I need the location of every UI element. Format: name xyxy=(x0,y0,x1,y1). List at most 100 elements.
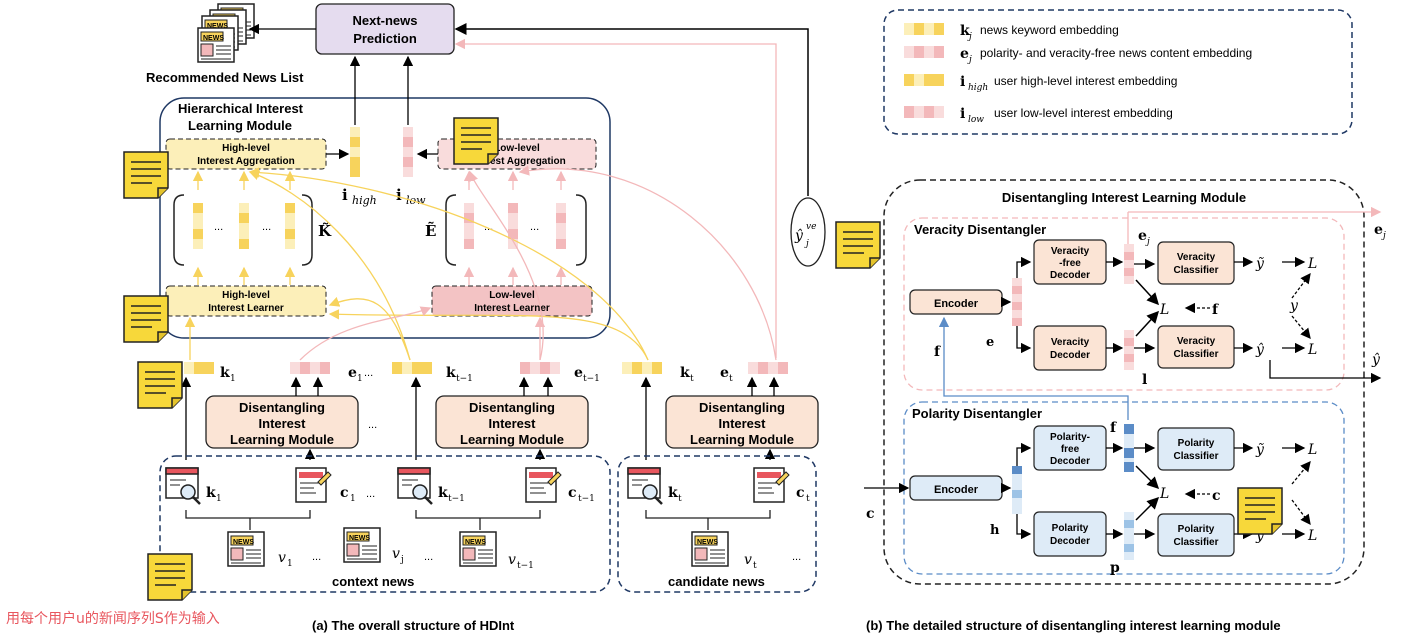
e1-strip xyxy=(290,362,330,374)
dil-detail-frame xyxy=(883,179,1365,585)
kt1-strip xyxy=(392,362,432,374)
fj-p-label: f xyxy=(1110,420,1117,436)
et-label: e xyxy=(720,365,729,381)
dil1-l2: Interest xyxy=(259,416,307,431)
polarity-encoder-label: Encoder xyxy=(934,484,979,496)
hier-title-1: Hierarchical Interest xyxy=(178,101,304,116)
veracity-disentangler-frame xyxy=(903,217,1345,391)
e1-label: e xyxy=(348,365,357,381)
note-icon-7[interactable] xyxy=(1237,487,1283,535)
k1-label: k xyxy=(220,365,230,381)
polarity-classifier-1 xyxy=(1157,427,1235,471)
right-caption: (b) The detailed structure of disentangl… xyxy=(866,618,1281,633)
pfd-l1: Polarity- xyxy=(1050,432,1090,443)
vc1-l1: Veracity xyxy=(1177,252,1216,263)
dil3-l2: Interest xyxy=(719,416,767,431)
content-icon-2 xyxy=(525,467,562,503)
ct-label: c xyxy=(796,485,805,501)
ll-p: L xyxy=(1307,528,1317,544)
e-dots-1: ... xyxy=(484,221,493,233)
vj-sub: j xyxy=(400,555,404,565)
news-icon-v1 xyxy=(227,531,265,567)
chinese-note: 用每个用户u的新闻序列S作为输入 xyxy=(6,611,220,627)
pd-l1: Polarity xyxy=(1052,523,1089,534)
vc2-l2: Classifier xyxy=(1173,349,1218,360)
recommended-list-label: Recommended News List xyxy=(146,70,304,85)
hj-p-vector xyxy=(1012,466,1022,514)
k1-strip xyxy=(184,362,214,374)
ytilde-p: ỹ xyxy=(1255,442,1265,458)
context-news-label: context news xyxy=(332,574,414,589)
legend-ilow-swatch xyxy=(904,106,944,118)
next-pred-line2: Prediction xyxy=(353,31,417,46)
legend-ilow-text: user low-level interest embedding xyxy=(994,106,1173,120)
high-agg-l1: High-level xyxy=(222,143,270,154)
legend-k-swatch xyxy=(904,23,944,35)
note-icon-2[interactable] xyxy=(123,295,169,343)
note-icon-1[interactable] xyxy=(123,151,169,199)
yhat-ve-out: ŷ xyxy=(1371,351,1381,368)
v-dots-1: ... xyxy=(312,551,321,563)
vt-label: v xyxy=(744,552,752,568)
note-icon-6[interactable] xyxy=(835,221,881,269)
pd-l2: Decoder xyxy=(1050,536,1090,547)
dil2-l1: Disentangling xyxy=(469,400,555,415)
k-tilde-matrix xyxy=(173,194,313,266)
note-icon-4[interactable] xyxy=(147,553,193,601)
pj-vector xyxy=(1124,512,1134,560)
k1-bottom: k xyxy=(206,485,216,501)
ej-sub: j xyxy=(1145,237,1150,247)
legend-frame xyxy=(883,9,1353,135)
hj-ve-vector xyxy=(1012,278,1022,326)
e-tilde-matrix xyxy=(445,194,587,266)
legend-ihigh-sub: high xyxy=(968,83,988,93)
ct1-sub: t−1 xyxy=(578,494,595,504)
dil3-l3: Learning Module xyxy=(690,432,794,447)
pfd-l3: Decoder xyxy=(1050,456,1090,467)
k-tilde-label: K̃ xyxy=(318,222,332,240)
next-pred-line1: Next-news xyxy=(352,13,417,28)
low-learner-l2: Interest Learner xyxy=(474,303,550,314)
i-high-vector xyxy=(350,127,360,177)
veracity-classifier-1 xyxy=(1157,241,1235,285)
content-icon-3 xyxy=(753,467,790,503)
pc1-l1: Polarity xyxy=(1178,438,1215,449)
e-tilde-label: Ẽ xyxy=(425,221,436,240)
lr-p-label: L xyxy=(1159,486,1169,502)
pj-label: p xyxy=(1110,560,1120,576)
legend-ihigh-sym: i xyxy=(960,74,965,90)
right-out-e-sub: j xyxy=(1381,231,1386,241)
dil2-l3: Learning Module xyxy=(460,432,564,447)
i-low-sub: low xyxy=(406,194,426,207)
low-agg-l2: Interest Aggregation xyxy=(468,156,565,167)
dil1-l3: Learning Module xyxy=(230,432,334,447)
note-icon-3[interactable] xyxy=(137,361,183,409)
veracity-classifier-2 xyxy=(1157,325,1235,369)
veracity-title: Veracity Disentangler xyxy=(914,222,1046,237)
fj-vector xyxy=(1124,424,1134,472)
legend-k-text: news keyword embedding xyxy=(980,23,1119,37)
note-icon-5[interactable] xyxy=(453,117,499,165)
dil2-l2: Interest xyxy=(489,416,537,431)
polarity-disentangler-frame xyxy=(903,401,1345,575)
keyword-icon-1 xyxy=(164,466,202,506)
vt-sub: t xyxy=(753,561,757,571)
legend-ihigh-text: user high-level interest embedding xyxy=(994,74,1177,88)
c-dots: ... xyxy=(366,488,375,500)
candidate-news-label: candidate news xyxy=(668,574,765,589)
veracity-encoder-label: Encoder xyxy=(934,298,979,310)
yhat-sup: ve xyxy=(806,222,816,232)
i-high-label: i xyxy=(342,186,348,204)
e1-dots: ... xyxy=(364,367,373,379)
vc2-l1: Veracity xyxy=(1177,336,1216,347)
content-icon-1 xyxy=(295,467,332,503)
pc2-l1: Polarity xyxy=(1178,524,1215,535)
low-agg-l1: Low-level xyxy=(494,143,540,154)
legend-e-sym: e xyxy=(960,46,969,62)
v1-sub: 1 xyxy=(287,559,293,569)
kt1-bottom: k xyxy=(438,485,448,501)
high-learner-l1: High-level xyxy=(222,290,270,301)
dil-box-1: Disentangling Interest Learning Module xyxy=(205,395,359,449)
candidate-news-frame xyxy=(617,455,817,593)
legend-ihigh-swatch xyxy=(904,74,944,86)
